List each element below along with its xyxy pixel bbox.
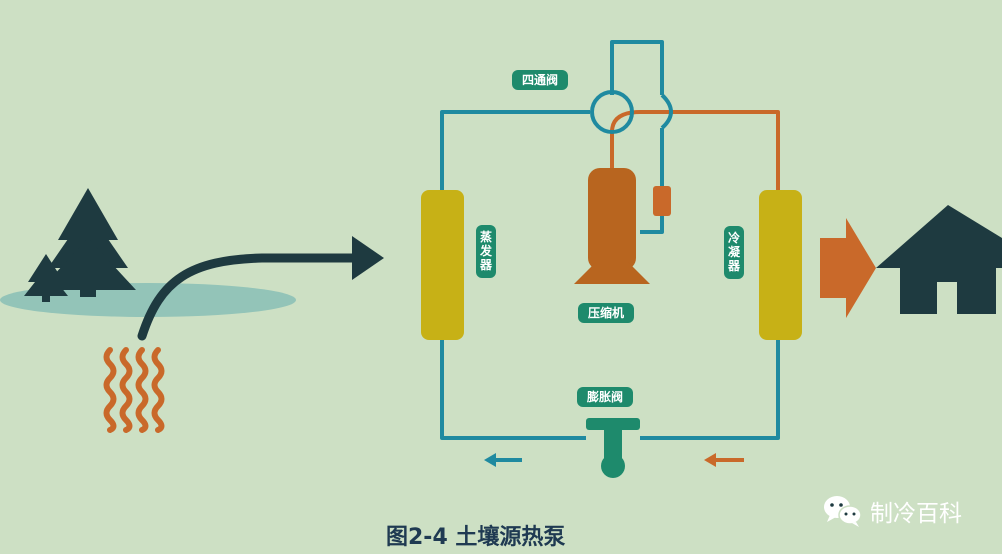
watermark-text: 制冷百科 — [870, 501, 962, 527]
watermark: 制冷百科 — [822, 494, 962, 528]
tree-small-icon — [24, 254, 68, 302]
ground-pond — [0, 283, 296, 317]
heat-flow-arrow — [137, 253, 357, 341]
house-icon — [876, 205, 1002, 314]
compressor-icon — [574, 168, 650, 284]
evaporator-label: 蒸 发 器 — [476, 225, 496, 279]
figure-caption: 图2-4 土壤源热泵 — [386, 525, 566, 550]
condenser-label: 冷 凝 器 — [724, 226, 744, 280]
flow-arrow-left-icon — [484, 453, 522, 467]
orange-pipe — [610, 110, 780, 192]
condenser-coil — [759, 190, 802, 340]
four-way-valve-icon — [590, 90, 673, 134]
evaporator-coil — [421, 190, 464, 340]
tree-large-icon — [40, 188, 136, 297]
heat-output-arrow — [820, 218, 876, 318]
heat-waves-icon — [103, 347, 165, 433]
compressor-label: 压缩机 — [578, 303, 635, 323]
heat-flow-arrowhead — [352, 236, 384, 280]
expansion-valve-label: 膨胀阀 — [577, 387, 634, 407]
four-way-valve-label: 四通阀 — [512, 70, 569, 90]
accumulator — [653, 186, 671, 216]
flow-arrow-left-orange-icon — [704, 453, 744, 467]
wechat-icon — [824, 496, 862, 527]
expansion-valve-icon — [586, 418, 640, 478]
